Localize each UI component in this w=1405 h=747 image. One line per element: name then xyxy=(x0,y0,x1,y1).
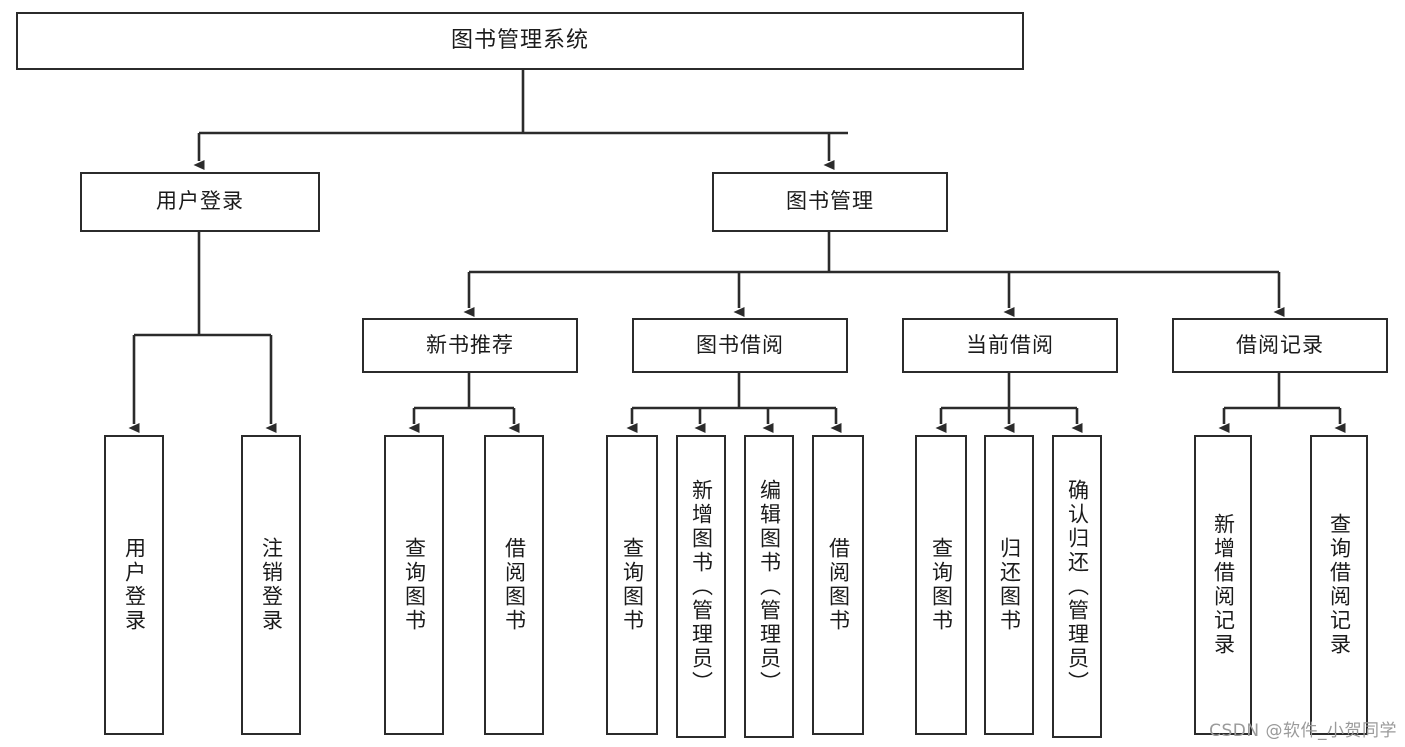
node-leaf-add-record[interactable]: 新增借阅记录 xyxy=(1194,435,1252,735)
node-leaf-user-logout[interactable]: 注销登录 xyxy=(241,435,301,735)
node-root[interactable]: 图书管理系统 xyxy=(16,12,1024,70)
node-borrow-record-label: 借阅记录 xyxy=(1236,332,1324,357)
node-leaf-user-login-label: 用户登录 xyxy=(122,537,147,633)
node-leaf-add-record-label: 新增借阅记录 xyxy=(1211,513,1236,657)
node-leaf-confirm-return-label: 确认归还（管理员） xyxy=(1065,478,1090,695)
node-leaf-return-book[interactable]: 归还图书 xyxy=(984,435,1034,735)
node-leaf-borrow-book-2-label: 借阅图书 xyxy=(826,537,851,633)
node-book-borrow[interactable]: 图书借阅 xyxy=(632,318,848,373)
node-leaf-borrow-book-2[interactable]: 借阅图书 xyxy=(812,435,864,735)
node-book-management[interactable]: 图书管理 xyxy=(712,172,948,232)
node-leaf-query-book-3-label: 查询图书 xyxy=(929,537,954,633)
node-book-borrow-label: 图书借阅 xyxy=(696,332,784,357)
node-root-label: 图书管理系统 xyxy=(450,27,589,53)
node-leaf-query-book-1-label: 查询图书 xyxy=(402,537,427,633)
node-leaf-query-book-3[interactable]: 查询图书 xyxy=(915,435,967,735)
node-leaf-user-login[interactable]: 用户登录 xyxy=(104,435,164,735)
node-leaf-query-book-1[interactable]: 查询图书 xyxy=(384,435,444,735)
node-leaf-user-logout-label: 注销登录 xyxy=(259,537,284,633)
node-user-login[interactable]: 用户登录 xyxy=(80,172,320,232)
node-leaf-add-book[interactable]: 新增图书（管理员） xyxy=(676,435,726,738)
node-leaf-borrow-book-1[interactable]: 借阅图书 xyxy=(484,435,544,735)
node-current-borrow-label: 当前借阅 xyxy=(966,332,1054,357)
node-leaf-add-book-label: 新增图书（管理员） xyxy=(689,478,714,695)
node-leaf-query-book-2-label: 查询图书 xyxy=(620,537,645,633)
node-leaf-borrow-book-1-label: 借阅图书 xyxy=(502,537,527,633)
node-borrow-record[interactable]: 借阅记录 xyxy=(1172,318,1388,373)
node-leaf-return-book-label: 归还图书 xyxy=(997,537,1022,633)
node-leaf-query-book-2[interactable]: 查询图书 xyxy=(606,435,658,735)
node-user-login-label: 用户登录 xyxy=(156,189,244,214)
node-leaf-edit-book-label: 编辑图书（管理员） xyxy=(757,478,782,695)
node-leaf-query-record[interactable]: 查询借阅记录 xyxy=(1310,435,1368,735)
node-new-book-recommend-label: 新书推荐 xyxy=(426,332,514,357)
node-current-borrow[interactable]: 当前借阅 xyxy=(902,318,1118,373)
node-leaf-edit-book[interactable]: 编辑图书（管理员） xyxy=(744,435,794,738)
node-leaf-confirm-return[interactable]: 确认归还（管理员） xyxy=(1052,435,1102,738)
node-book-management-label: 图书管理 xyxy=(786,189,874,214)
node-new-book-recommend[interactable]: 新书推荐 xyxy=(362,318,578,373)
watermark-text: CSDN @软件_小贺同学 xyxy=(1209,721,1397,741)
node-leaf-query-record-label: 查询借阅记录 xyxy=(1327,513,1352,657)
